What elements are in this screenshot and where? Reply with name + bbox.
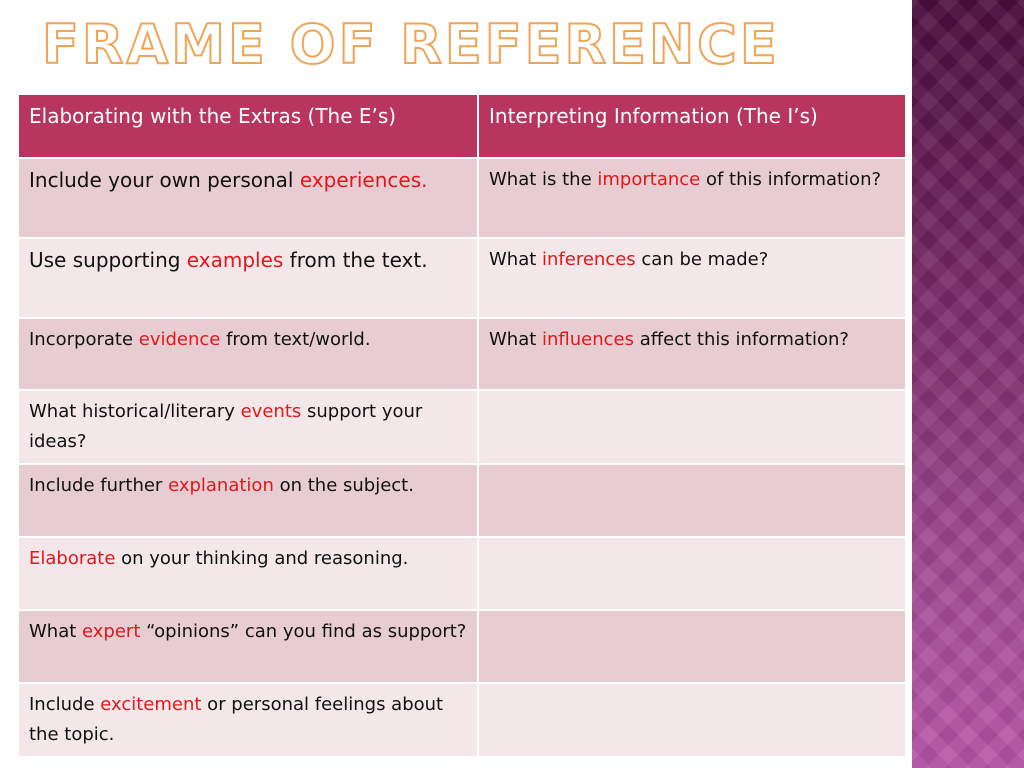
i-cell: What influences affect this information? [477,317,907,391]
e-cell: What expert “opinions” can you find as s… [17,609,479,684]
e-keyword: examples [186,248,284,272]
e-text: Include further [29,475,169,496]
i-text: What [489,249,543,270]
e-text: Include your own personal [29,168,300,192]
e-keyword: explanation [168,475,274,496]
e-text: Include [29,694,101,715]
i-text: affect this information? [634,329,849,350]
e-cell: Include further explanation on the subje… [17,463,479,538]
table-row: What historical/literary events support … [17,389,907,465]
e-text: or personal feelings about the topic. [29,694,444,745]
frame-of-reference-table: Elaborating with the Extras (The E’s) In… [17,93,907,758]
e-text: What [29,621,83,642]
i-cell [477,389,907,465]
e-text: “opinions” can you find as support? [140,621,467,642]
table-row: Incorporate evidence from text/world. Wh… [17,317,907,391]
table-row: What expert “opinions” can you find as s… [17,609,907,684]
table-row: Elaborate on your thinking and reasoning… [17,536,907,611]
e-text: Use supporting [29,248,187,272]
i-keyword: inferences [542,249,636,270]
e-text: What historical/literary [29,401,241,422]
i-cell: What is the importance of this informati… [477,157,907,239]
i-cell [477,609,907,684]
e-text: from the text. [283,248,428,272]
i-text: of this information? [700,169,882,190]
e-keyword: evidence [138,329,221,350]
e-keyword: excitement [100,694,202,715]
e-cell: Include excitement or personal feelings … [17,682,479,758]
e-keyword: experiences. [299,168,428,192]
e-cell: Incorporate evidence from text/world. [17,317,479,391]
i-keyword: influences [542,329,635,350]
table-row: Use supporting examples from the text. W… [17,237,907,319]
i-cell [477,463,907,538]
table-header-row: Elaborating with the Extras (The E’s) In… [17,93,907,159]
decorative-side-band [912,0,1024,768]
table-row: Include your own personal experiences. W… [17,157,907,239]
header-elaborating: Elaborating with the Extras (The E’s) [17,93,479,159]
e-cell: What historical/literary events support … [17,389,479,465]
table-row: Include excitement or personal feelings … [17,682,907,758]
i-cell [477,536,907,611]
e-cell: Elaborate on your thinking and reasoning… [17,536,479,611]
e-cell: Use supporting examples from the text. [17,237,479,319]
i-text: What [489,329,543,350]
i-text: can be made? [635,249,769,270]
header-interpreting: Interpreting Information (The I’s) [477,93,907,159]
e-keyword: expert [82,621,141,642]
e-keyword: Elaborate [29,548,116,569]
e-cell: Include your own personal experiences. [17,157,479,239]
i-text: What is the [489,169,598,190]
e-text: on the subject. [273,475,414,496]
slide-title: FRAME OF REFERENCE [41,13,780,76]
table-row: Include further explanation on the subje… [17,463,907,538]
e-text: Incorporate [29,329,139,350]
e-text: on your thinking and reasoning. [115,548,409,569]
i-cell [477,682,907,758]
i-keyword: importance [597,169,701,190]
e-text: support your ideas? [29,401,423,452]
e-keyword: events [240,401,302,422]
i-cell: What inferences can be made? [477,237,907,319]
e-text: from text/world. [220,329,371,350]
